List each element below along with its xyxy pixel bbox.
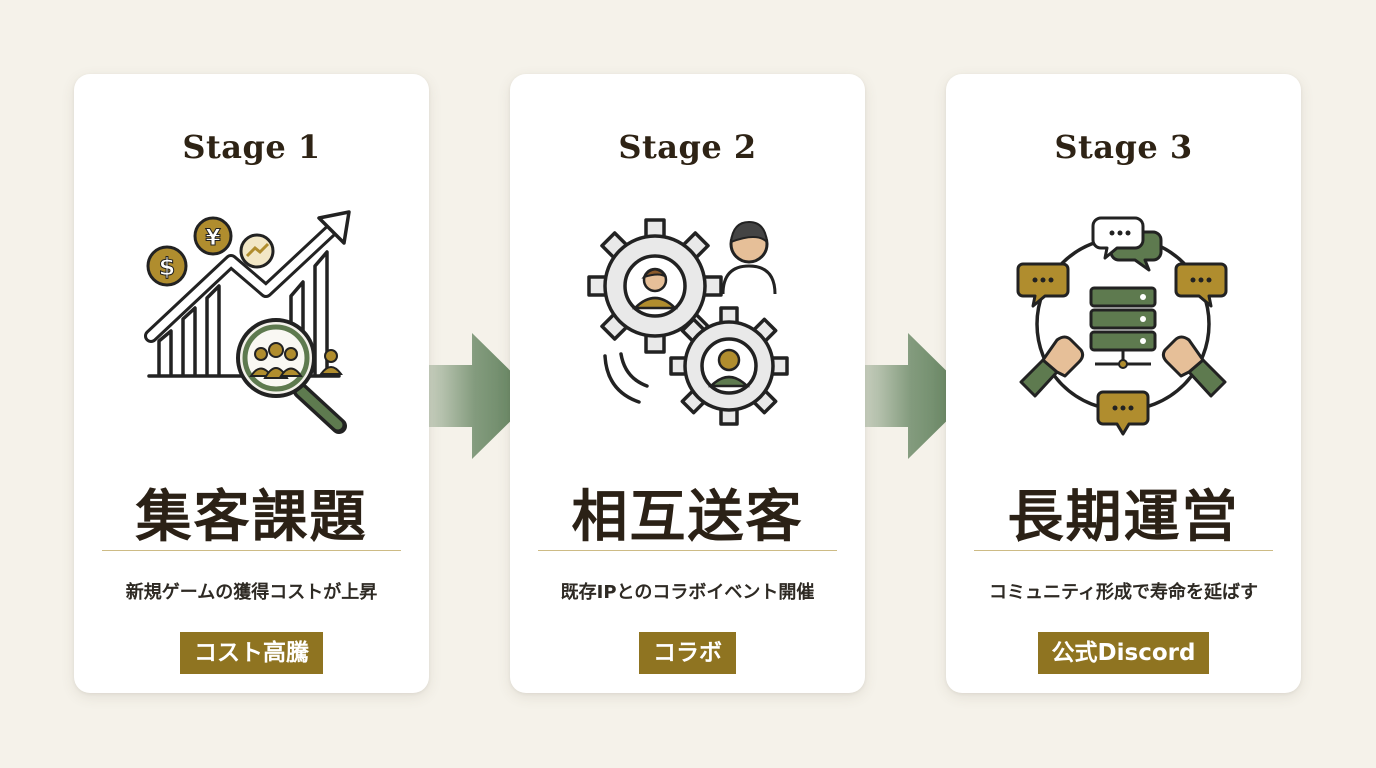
- stage-title: 相互送客: [571, 484, 804, 550]
- stage-card-1: Stage 1 $ ¥ 集: [74, 74, 429, 693]
- flow-arrow-1-to-2: [400, 333, 536, 459]
- stage-badge: コラボ: [639, 632, 736, 674]
- svg-text:¥: ¥: [205, 226, 221, 251]
- divider: [538, 550, 837, 551]
- stage-badge: 公式Discord: [1037, 632, 1210, 674]
- stage-card-3: Stage 3: [946, 74, 1301, 693]
- stage-description: 既存IPとのコラボイベント開催: [560, 582, 815, 603]
- stage-badge: コスト高騰: [180, 632, 323, 674]
- growth-chart-magnifier-icon: $ ¥: [144, 210, 351, 434]
- stage-card-2: Stage 2: [510, 74, 865, 693]
- stage-title: 長期運営: [1007, 484, 1240, 550]
- divider: [974, 550, 1273, 551]
- stage-title: 集客課題: [135, 484, 368, 550]
- community-server-chat-icon: [1016, 216, 1228, 436]
- gears-people-icon: [587, 218, 789, 426]
- stage-label: Stage 2: [618, 128, 757, 166]
- flow-arrow-2-to-3: [836, 333, 972, 459]
- stage-label: Stage 1: [182, 128, 321, 166]
- stage-description: コミュニティ形成で寿命を延ばす: [989, 582, 1258, 603]
- svg-text:$: $: [159, 253, 176, 281]
- divider: [102, 550, 401, 551]
- stage-label: Stage 3: [1054, 128, 1193, 166]
- stage-description: 新規ゲームの獲得コストが上昇: [125, 582, 378, 603]
